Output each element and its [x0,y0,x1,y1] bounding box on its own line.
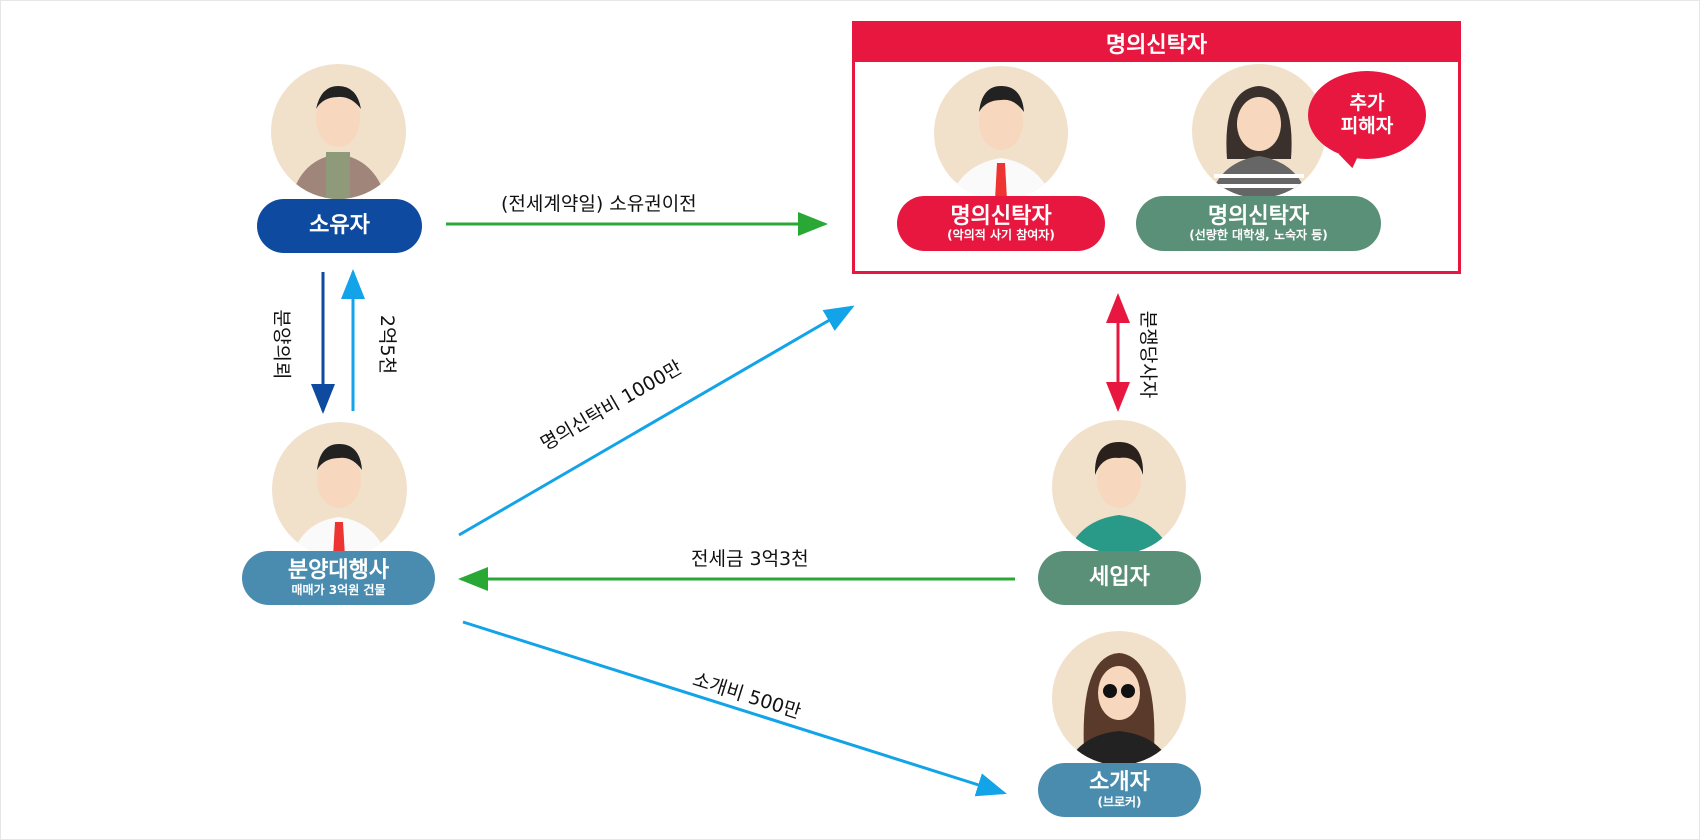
agency-label: 분양대행사 [287,558,390,584]
owner-node: 소유자 [257,199,422,253]
label-payment-250m: 2억5천 [376,314,399,375]
innocent-nominee-label: 명의신탁자 [1207,203,1310,229]
label-sale-request: 분양의뢰 [270,309,293,380]
tenant-avatar [1052,420,1186,554]
broker-label: 소개자 [1089,770,1150,796]
innocent-nominee-avatar [1192,64,1326,198]
broker-node: 소개자 (브로커) [1038,763,1201,817]
person-icon [1067,442,1171,554]
broker-sub: (브로커) [1097,794,1142,809]
additional-victim-bubble: 추가 피해자 [1308,71,1426,159]
person-icon [291,86,386,199]
innocent-nominee-sub: (선량한 대학생, 노숙자 등) [1189,228,1328,243]
agency-avatar [272,422,407,557]
agency-node: 분양대행사 매매가 3억원 건물 [242,551,435,605]
owner-label: 소유자 [309,213,370,239]
label-dispute-parties: 분쟁당사자 [1137,310,1160,399]
arrow-agency-to-nominee [458,305,855,537]
tenant-label: 세입자 [1089,565,1150,591]
nominee-group-title: 명의신탁자 [855,24,1458,62]
arrow-agency-to-broker [462,620,1007,797]
tenant-node: 세입자 [1038,551,1201,605]
malicious-nominee-avatar [934,66,1068,200]
person-icon [1067,653,1171,765]
malicious-nominee-node: 명의신탁자 (악의적 사기 참여자) [897,196,1105,251]
bubble-line1: 추가 [1349,92,1385,115]
person-icon [949,86,1053,200]
agency-sub: 매매가 3억원 건물 [291,582,386,597]
bubble-line2: 피해자 [1340,115,1394,137]
label-deposit: 전세금 3억3천 [691,548,809,570]
label-ownership-transfer: (전세계약일) 소유권이전 [501,193,697,215]
owner-avatar [271,64,406,199]
innocent-nominee-node: 명의신탁자 (선량한 대학생, 노숙자 등) [1136,196,1381,251]
person-icon [292,444,387,557]
malicious-nominee-label: 명의신탁자 [950,203,1052,229]
broker-avatar [1052,631,1186,765]
person-icon [1210,86,1308,198]
malicious-nominee-sub: (악의적 사기 참여자) [947,228,1055,243]
nominee-group: 명의신탁자 [852,21,1461,274]
